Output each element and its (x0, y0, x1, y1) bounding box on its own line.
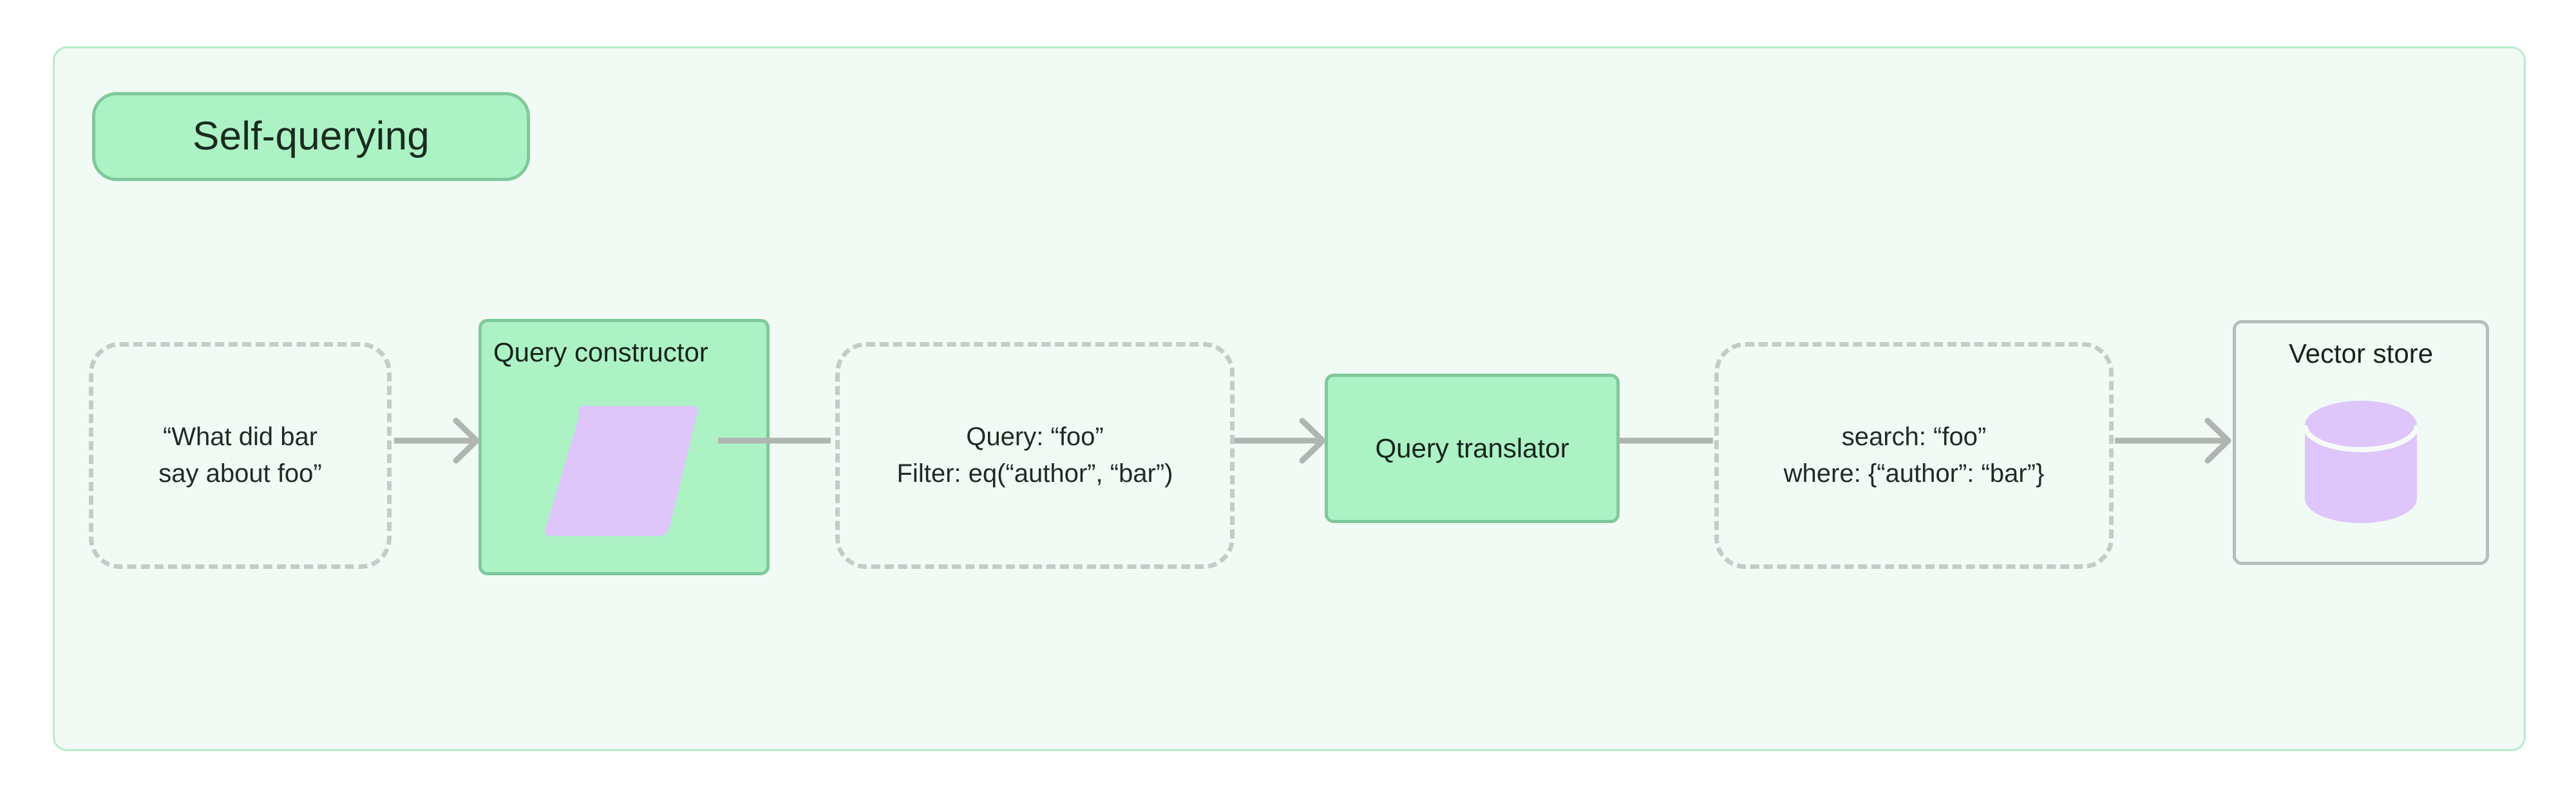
node-translated-query[interactable]: search: “foo” where: {“author”: “bar”} (1714, 342, 2114, 569)
node-query-constructor[interactable]: Query constructor (478, 319, 770, 575)
subgraph-title-label: Self-querying (193, 114, 430, 158)
node-vector-store-label: Vector store (2288, 338, 2434, 368)
node-query-translator-label: Query translator (1375, 432, 1569, 463)
parallelogram-icon (545, 406, 698, 536)
node-structured-query[interactable]: Query: “foo” Filter: eq(“author”, “bar”) (835, 342, 1235, 569)
node-user-question[interactable]: “What did bar say about foo” (89, 342, 392, 569)
node-translated-query-label: search: “foo” where: {“author”: “bar”} (1783, 423, 2045, 488)
node-query-constructor-label: Query constructor (493, 337, 708, 367)
node-query-translator[interactable]: Query translator (1325, 374, 1620, 523)
self-querying-subgraph: Self-querying “What did bar say about fo… (53, 46, 2526, 751)
node-vector-store[interactable]: Vector store (2233, 320, 2489, 565)
database-cylinder-icon (2304, 401, 2418, 523)
subgraph-title-pill[interactable]: Self-querying (92, 92, 530, 181)
flow-row: “What did bar say about foo” Query const… (55, 48, 2528, 753)
node-structured-query-label: Query: “foo” Filter: eq(“author”, “bar”) (896, 423, 1173, 488)
node-user-question-label: “What did bar say about foo” (158, 423, 322, 488)
